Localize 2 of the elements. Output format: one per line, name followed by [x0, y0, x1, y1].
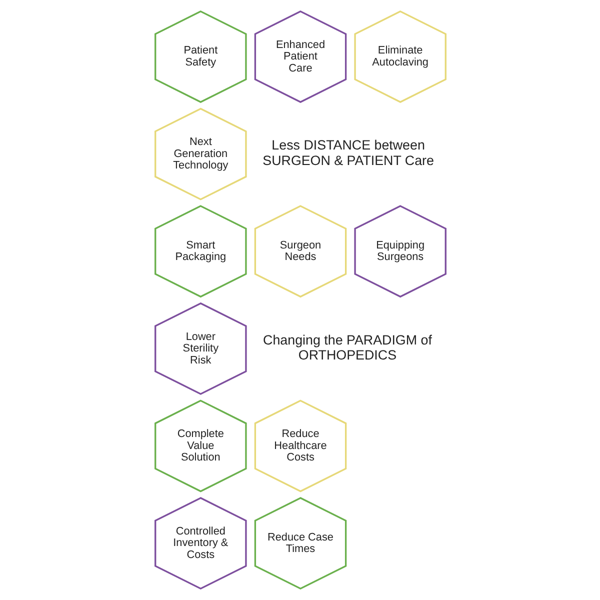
label: Changing the PARADIGM of ORTHOPEDICS [262, 332, 432, 362]
label: Less DISTANCE between SURGEON & PATIENT Care [262, 138, 434, 168]
